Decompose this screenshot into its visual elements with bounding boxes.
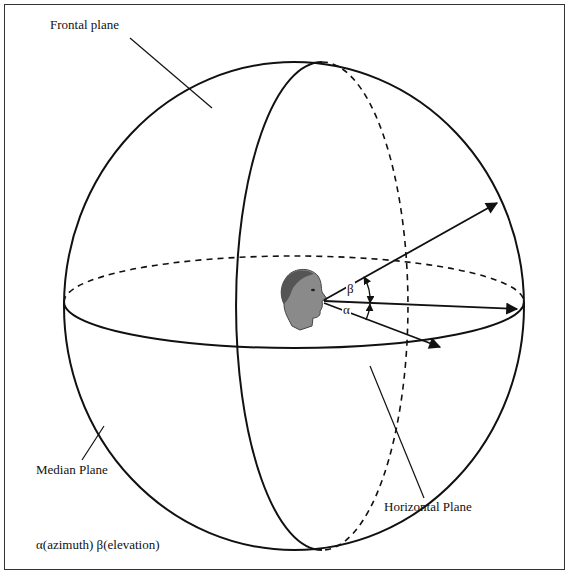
azimuth-arrow: [324, 303, 440, 347]
elevation-angle-arc: [364, 277, 370, 303]
elevation-arrow: [324, 203, 497, 300]
frame: [5, 5, 565, 570]
leader-line: [370, 366, 424, 498]
azimuth-angle-arc: [366, 304, 370, 320]
angle-label: α: [342, 303, 351, 318]
plane-label: Frontal plane: [50, 18, 119, 33]
angle-label: β: [346, 282, 355, 297]
leader-line: [82, 426, 104, 460]
horizontal-arrow: [324, 301, 517, 309]
frontal-plane-back: [322, 62, 408, 550]
legend-note: α(azimuth) β(elevation): [36, 538, 160, 553]
plane-label: Median Plane: [36, 463, 108, 478]
median-plane-circle: [64, 62, 524, 550]
leader-line: [130, 38, 212, 108]
plane-label: Horizontal Plane: [384, 500, 472, 515]
head-figure: [281, 269, 327, 330]
